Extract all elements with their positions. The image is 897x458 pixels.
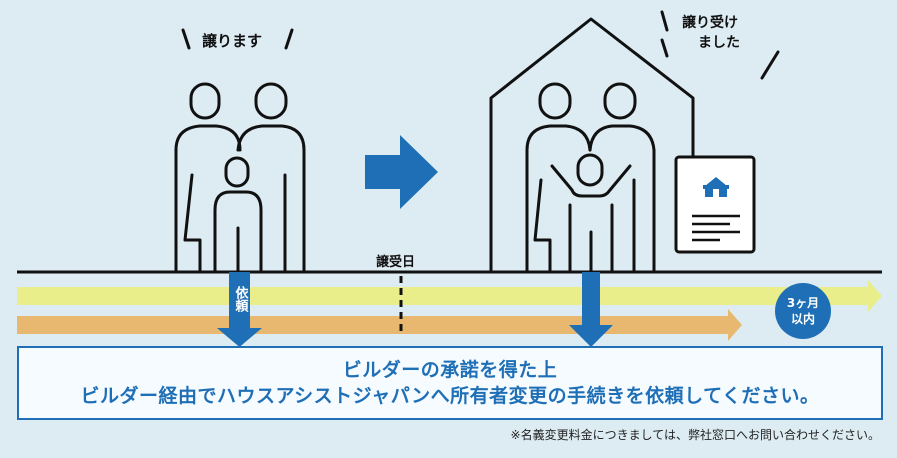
transfer-date-label: 譲受日: [376, 255, 416, 270]
instruction-line2: ビルダー経由でハウスアシストジャパンへ所有者変更の手続きを依頼してください。: [80, 385, 820, 407]
receiver-caption-line1: 譲り受け: [682, 15, 738, 31]
giver-caption: 譲ります: [202, 32, 263, 50]
instruction-box: ビルダーの承諾を得た上 ビルダー経由でハウスアシストジャパンへ所有者変更の手続き…: [17, 346, 883, 420]
receiver-family-icon: [525, 82, 656, 274]
giver-family-icon: [174, 82, 306, 274]
house-outline-icon: [489, 17, 695, 272]
deadline-badge-line1: 3ヶ月: [786, 296, 820, 310]
ownership-document-icon: [674, 155, 756, 254]
fee-footnote: ※名義変更料金につきましては、弊社窓口へお問い合わせください。: [510, 428, 880, 442]
request-label: 依頼: [232, 286, 248, 316]
instruction-line1: ビルダーの承諾を得た上: [342, 359, 558, 381]
transition-arrow: [365, 135, 438, 209]
request-label-text: 依頼: [232, 286, 248, 312]
receiver-emphasis-lines: [660, 10, 780, 80]
yellow-timeline-band: [17, 280, 882, 312]
receiver-down-arrow: [569, 272, 613, 347]
deadline-badge: 3ヶ月 以内: [775, 283, 831, 339]
receiver-caption-line2: ました: [698, 35, 740, 51]
giver-emphasis-lines: [181, 28, 294, 50]
orange-timeline-band: [17, 309, 742, 341]
request-arrow: [217, 272, 262, 347]
deadline-badge-line2: 以内: [790, 312, 815, 326]
